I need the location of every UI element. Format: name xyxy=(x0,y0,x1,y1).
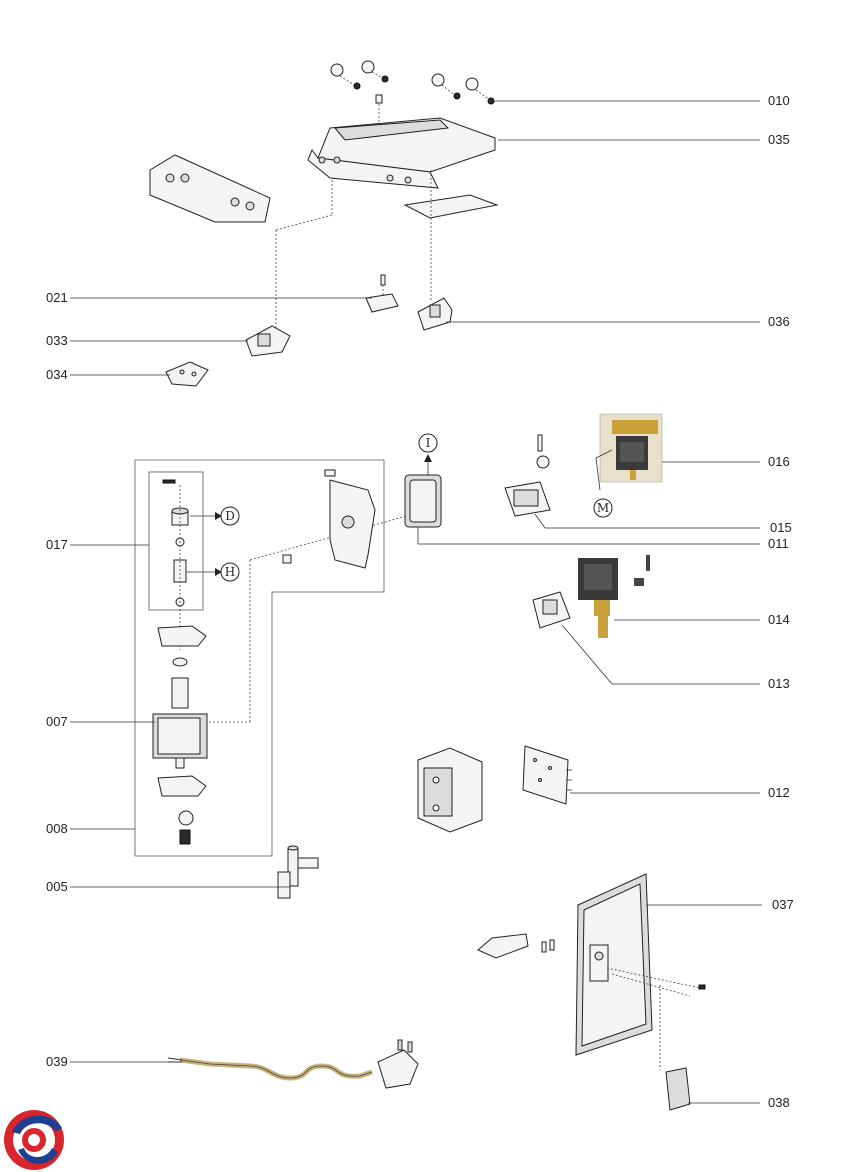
label-011: 011 xyxy=(768,536,789,551)
pump-assembly-frame xyxy=(134,459,385,857)
label-021: 021 xyxy=(46,290,68,305)
part-011-thermostat xyxy=(404,454,442,528)
part-012-circuit-board xyxy=(522,745,572,805)
label-016: 016 xyxy=(768,454,790,469)
callout-d: D xyxy=(220,506,240,526)
part-014-solenoid-valve xyxy=(578,555,650,638)
label-039: 039 xyxy=(46,1054,68,1069)
label-033: 033 xyxy=(46,333,68,348)
callout-m: M xyxy=(593,498,613,518)
callout-h-text: H xyxy=(225,565,235,579)
part-035-top-cover xyxy=(275,117,499,330)
part-terminal-clips xyxy=(477,933,555,959)
part-038-cover xyxy=(665,1067,691,1111)
part-pump-mount xyxy=(282,469,376,569)
part-039-power-cord xyxy=(167,1039,419,1089)
label-034: 034 xyxy=(46,367,68,382)
part-010-screws xyxy=(330,60,495,135)
callout-i: I xyxy=(418,433,438,453)
part-034-plate xyxy=(165,361,209,387)
leader-lines xyxy=(70,100,762,1104)
callout-i-text: I xyxy=(426,436,431,450)
part-017-valve-stack xyxy=(162,479,222,650)
label-010: 010 xyxy=(768,93,790,108)
label-007: 007 xyxy=(46,714,68,729)
callout-d-text: D xyxy=(225,509,235,523)
part-037-back-panel xyxy=(575,873,706,1070)
label-015: 015 xyxy=(770,520,792,535)
part-036-bracket xyxy=(417,297,453,331)
label-017: 017 xyxy=(46,537,68,552)
callout-h: H xyxy=(220,562,240,582)
part-electronic-module xyxy=(417,747,483,833)
part-labels: 010 035 021 036 033 034 016 017 015 011 … xyxy=(46,93,794,1110)
label-013: 013 xyxy=(768,676,790,691)
label-008: 008 xyxy=(46,821,68,836)
part-033-bracket xyxy=(245,325,291,357)
part-013-connector-block xyxy=(532,591,571,629)
label-037: 037 xyxy=(772,897,794,912)
label-038: 038 xyxy=(768,1095,790,1110)
part-005-t-fitting xyxy=(277,845,319,899)
part-007-pump xyxy=(152,514,411,845)
label-012: 012 xyxy=(768,785,790,800)
label-036: 036 xyxy=(768,314,790,329)
part-015-connector xyxy=(504,434,551,517)
label-035: 035 xyxy=(768,132,790,147)
brand-logo xyxy=(4,1110,64,1170)
part-front-panel xyxy=(149,154,271,223)
label-014: 014 xyxy=(768,612,790,627)
callout-m-text: M xyxy=(597,501,609,515)
part-021-bracket xyxy=(365,274,399,313)
label-005: 005 xyxy=(46,879,68,894)
part-016-solenoid-valve xyxy=(595,413,663,491)
